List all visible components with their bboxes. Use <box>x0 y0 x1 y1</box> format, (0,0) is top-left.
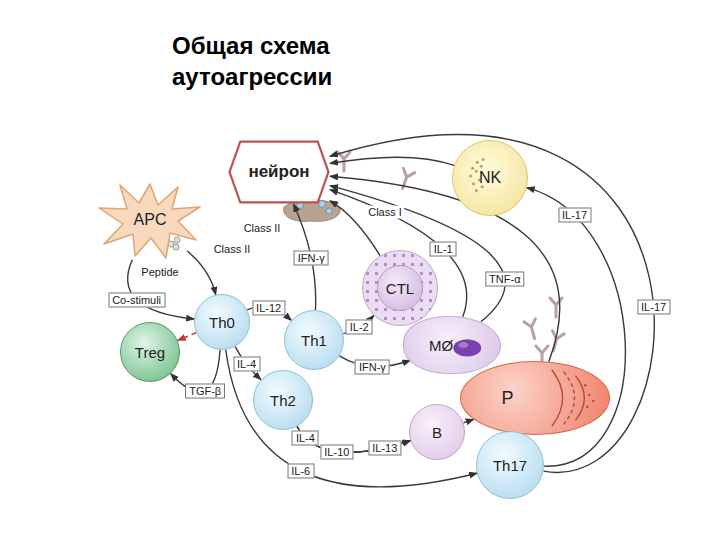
cytokine-label: IL-12 <box>252 300 285 315</box>
cytokine-label: IL-2 <box>346 320 373 335</box>
molecule-label: Class II <box>242 222 283 235</box>
cytokine-label: IL-1 <box>430 242 457 257</box>
b-cell: B <box>409 404 465 460</box>
cytokine-label: Co-stimuli <box>108 292 165 307</box>
cytokine-label: TNF-α <box>485 272 524 287</box>
signal-arrow <box>187 251 216 295</box>
cell-label: Th0 <box>209 314 235 331</box>
molecule-label: Class II <box>212 243 253 256</box>
nk-cell: NK <box>452 140 528 216</box>
cell-outline <box>461 362 609 434</box>
th2-cell: Th2 <box>253 370 313 430</box>
cell-label: Th17 <box>493 457 527 474</box>
cytokine-label: IL-4 <box>233 357 260 372</box>
th0-cell: Th0 <box>194 294 250 350</box>
molecule-label: Class I <box>366 206 404 219</box>
cell-label: NK <box>479 169 501 187</box>
dashed-arrow <box>178 333 196 341</box>
cell-label: P <box>501 388 513 409</box>
cytokine-label: IL-17 <box>637 299 670 314</box>
cytokine-label: IL-17 <box>558 208 591 223</box>
apc-cell: APC <box>95 178 205 262</box>
cytokine-label: IL-10 <box>320 444 353 459</box>
cytokine-label: IFN-γ <box>294 250 329 265</box>
signal-arrow <box>330 157 454 165</box>
cell-label: CTL <box>377 265 423 311</box>
ctl-cell: CTL <box>362 250 438 326</box>
th17-cell: Th17 <box>476 431 544 499</box>
th1-cell: Th1 <box>284 310 344 370</box>
macrophage-cell: MØ <box>403 316 501 374</box>
cytokine-label: IL-6 <box>287 463 314 478</box>
cell-label: Treg <box>135 344 165 361</box>
cell-label: MØ <box>429 337 453 354</box>
cell-label: APC <box>134 211 167 229</box>
diagram-title: Общая схема аутоагрессии <box>172 30 397 92</box>
cell-label: нейрон <box>248 162 309 182</box>
signal-arrow <box>128 260 195 319</box>
cytokine-label: IL-13 <box>368 440 401 455</box>
neuron-hexagon: нейрон <box>228 140 330 204</box>
cytokine-label: TGF-β <box>185 383 225 398</box>
treg-cell: Treg <box>120 322 180 382</box>
cell-label: Th1 <box>301 332 327 349</box>
plasma-cell: P <box>460 361 610 435</box>
signal-arrow <box>330 135 654 473</box>
cytokine-label: IL-4 <box>292 430 319 445</box>
cell-label: Th2 <box>270 392 296 409</box>
cytokine-label: IFN-γ <box>355 359 390 374</box>
molecule-label: Peptide <box>139 266 180 279</box>
signal-arrow <box>463 419 473 423</box>
cell-label: B <box>432 424 442 441</box>
